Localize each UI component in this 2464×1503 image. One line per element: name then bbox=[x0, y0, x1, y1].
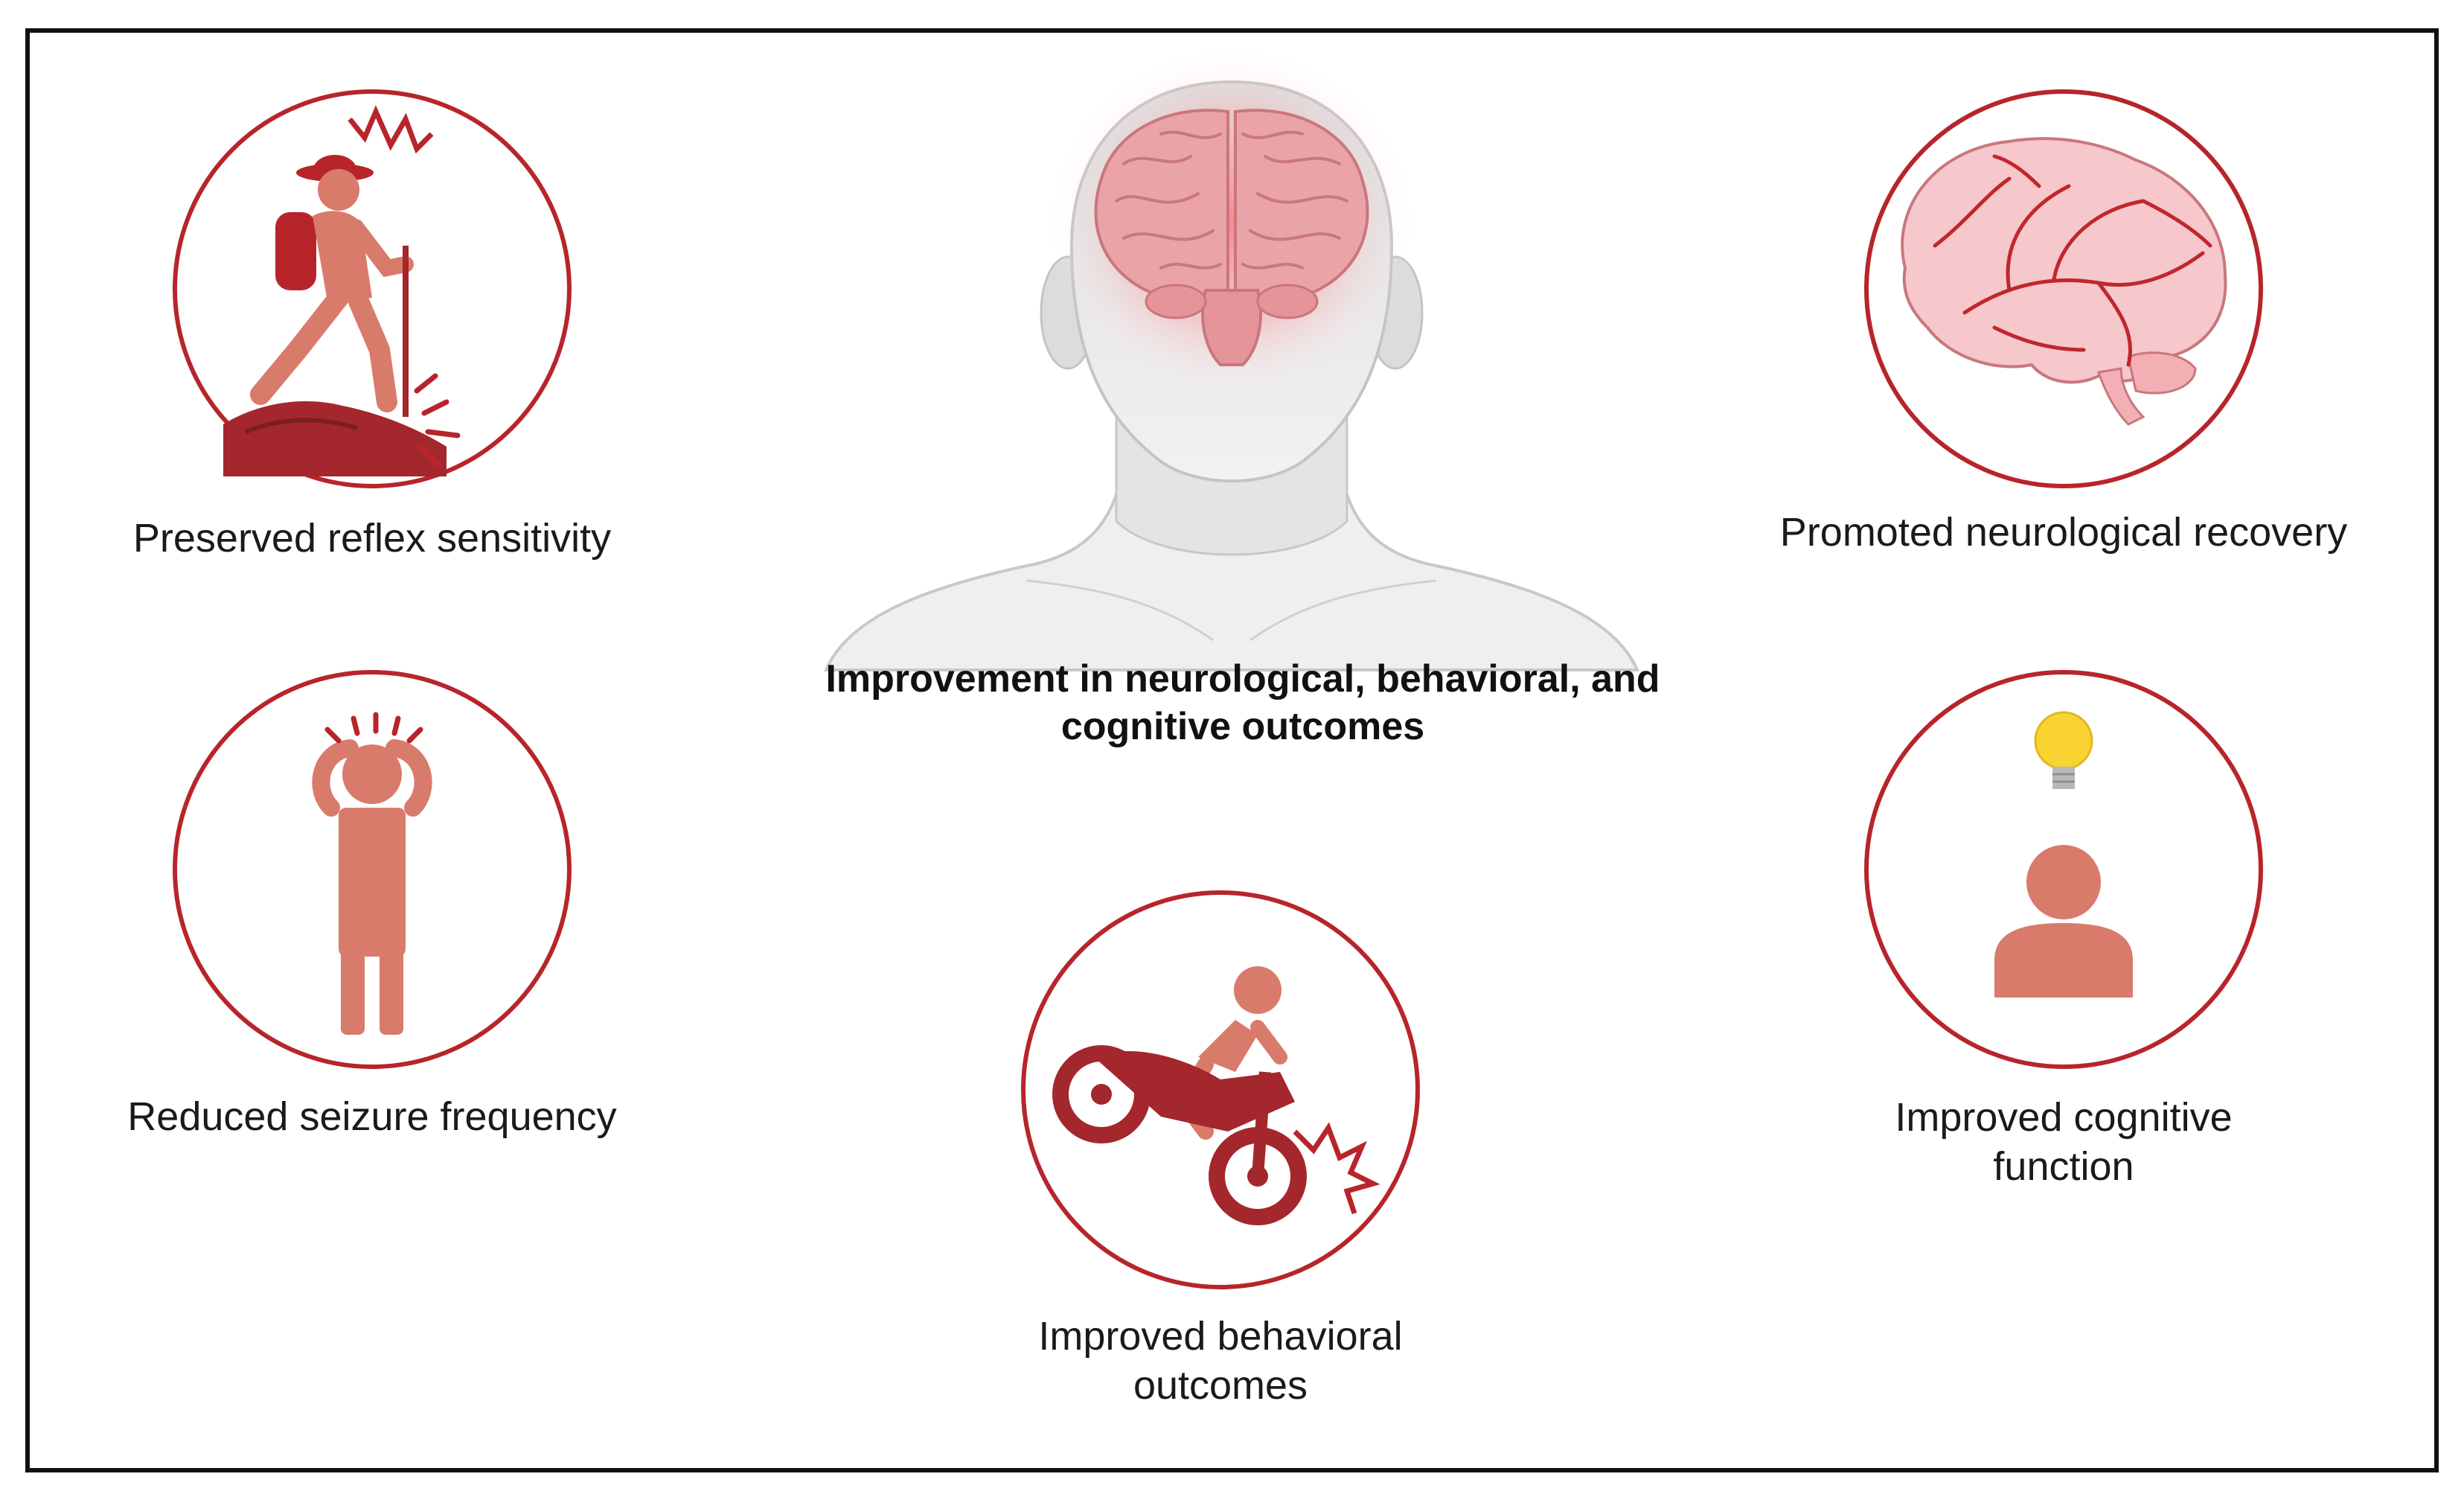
label-neurological-recovery: Promoted neurological recovery bbox=[1779, 510, 2348, 555]
person-seizure-icon bbox=[312, 712, 432, 1035]
person-lightbulb-icon bbox=[1994, 711, 2133, 998]
seizure-circle bbox=[173, 670, 572, 1069]
label-seizure-frequency: Reduced seizure frequency bbox=[127, 1094, 617, 1139]
label-cognitive-function: Improved cognitive function bbox=[1895, 1095, 2233, 1189]
motorcycle-rider-icon bbox=[1052, 966, 1380, 1225]
label-behavioral-outcomes: Improved behavioral outcomes bbox=[1038, 1314, 1403, 1408]
brain-vessels-icon bbox=[1901, 137, 2227, 426]
behavioral-circle bbox=[1021, 890, 1420, 1289]
cognitive-circle bbox=[1864, 670, 2263, 1069]
central-head-brain-icon bbox=[823, 45, 1640, 671]
center-title: Improvement in neurological, behavioral,… bbox=[825, 657, 1660, 748]
hiker-reflex-icon bbox=[223, 105, 461, 476]
label-reflex-sensitivity: Preserved reflex sensitivity bbox=[132, 516, 612, 561]
recovery-circle bbox=[1864, 89, 2263, 488]
reflex-circle bbox=[173, 89, 572, 488]
